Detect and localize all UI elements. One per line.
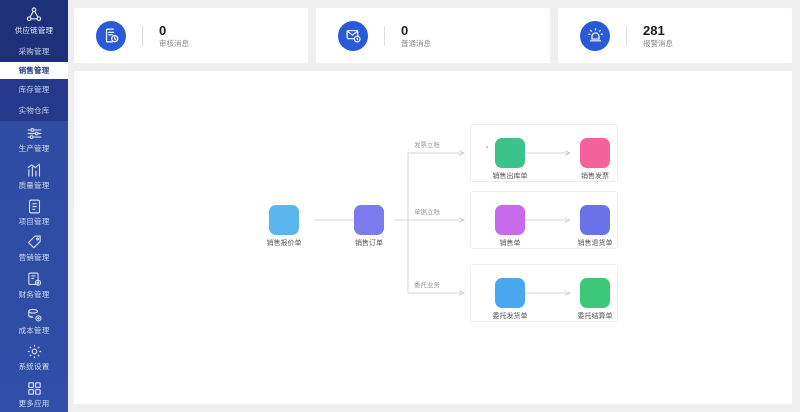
sidebar: 供应链管理 采购管理 销售管理 库存管理 实物仓库 生产管理: [0, 0, 68, 412]
sidebar-item-cost[interactable]: 成本管理: [0, 303, 68, 339]
node-shape: [566, 205, 610, 235]
stat-label: 普通消息: [401, 38, 431, 48]
node-shape: [481, 205, 525, 235]
node-label: 销售报价单: [266, 240, 302, 247]
sidebar-item-label: 采购管理: [18, 46, 50, 56]
stat-label: 报警消息: [643, 38, 673, 48]
flow-group-bottom: [470, 264, 618, 322]
chart-bar-icon: [26, 162, 43, 179]
node-label: 销售发票: [581, 173, 609, 180]
invoice-gear-icon: [26, 271, 43, 288]
stat-card-normal[interactable]: 0 普通消息: [316, 8, 550, 63]
grid-apps-icon: [26, 380, 43, 397]
sidebar-item-more-apps[interactable]: 更多应用: [0, 376, 68, 412]
sidebar-item-inventory[interactable]: 库存管理: [0, 79, 68, 100]
flow-node-quote[interactable]: 销售报价单: [253, 205, 315, 248]
flow-group-middle: [470, 191, 618, 249]
sidebar-item-label: 质量管理: [18, 180, 50, 190]
stat-label: 审核消息: [159, 38, 189, 48]
node-label: 销售出库单: [492, 173, 528, 180]
flow-panel: 发票立账 单据立账 委托业务 销售报价单: [74, 71, 792, 404]
sidebar-subgroup: 库存管理 实物仓库: [0, 79, 68, 122]
sidebar-item-label: 系统设置: [18, 362, 50, 372]
sidebar-item-supply-chain[interactable]: 供应链管理: [0, 0, 68, 41]
flow-node-consign-settle[interactable]: 委托结算单: [564, 278, 626, 321]
flow-diagram: 发票立账 单据立账 委托业务 销售报价单: [74, 71, 792, 404]
stat-card-alarm[interactable]: 281 报警消息: [558, 8, 792, 63]
tag-icon: [26, 234, 43, 251]
sidebar-item-quality[interactable]: 质量管理: [0, 158, 68, 194]
node-shape: [340, 205, 384, 235]
stat-cards: 0 审核消息 0 普通消息: [74, 8, 792, 63]
card-divider: [384, 25, 385, 46]
flow-node-delivery[interactable]: 销售出库单: [479, 138, 541, 181]
sidebar-item-label: 实物仓库: [18, 105, 50, 115]
node-shape: [480, 138, 525, 168]
sliders-icon: [26, 125, 43, 142]
flow-node-invoice[interactable]: 销售发票: [564, 138, 626, 181]
sidebar-item-finance[interactable]: 财务管理: [0, 267, 68, 303]
audit-message-icon: [96, 20, 126, 51]
edge-label-middle: 单据立账: [414, 209, 440, 216]
sidebar-item-warehouse[interactable]: 实物仓库: [0, 100, 68, 121]
card-divider: [626, 25, 627, 46]
stat-card-text: 0 审核消息: [159, 24, 189, 48]
node-shape: [566, 278, 610, 308]
node-label: 委托发货单: [492, 313, 528, 320]
alarm-message-icon: [580, 20, 610, 51]
sidebar-item-label: 成本管理: [18, 325, 50, 335]
flow-node-order[interactable]: 销售订单: [338, 205, 400, 248]
sidebar-item-sales[interactable]: 销售管理: [0, 62, 68, 80]
flow-group-top: [470, 124, 618, 182]
flow-connectors: [314, 71, 792, 402]
node-shape: [255, 205, 299, 235]
stat-count: 0: [159, 22, 167, 38]
node-label: 销售单: [499, 240, 521, 247]
stat-card-text: 0 普通消息: [401, 24, 431, 48]
sidebar-item-label: 供应链管理: [14, 26, 54, 35]
stat-count: 281: [643, 22, 665, 38]
sidebar-top-group: 供应链管理 采购管理: [0, 0, 68, 63]
sidebar-item-label: 财务管理: [18, 289, 50, 299]
stat-count: 0: [401, 22, 409, 38]
supply-chain-icon: [25, 6, 43, 24]
sidebar-item-marketing[interactable]: 营销管理: [0, 230, 68, 266]
node-label: 委托结算单: [577, 313, 613, 320]
node-label: 销售退货单: [577, 240, 613, 247]
sidebar-item-project[interactable]: 项目管理: [0, 194, 68, 230]
main-content: 0 审核消息 0 普通消息: [68, 0, 800, 412]
mail-message-icon: [338, 20, 368, 51]
stat-card-audit[interactable]: 0 审核消息: [74, 8, 308, 63]
sidebar-item-label: 项目管理: [18, 216, 50, 226]
sidebar-item-production[interactable]: 生产管理: [0, 121, 68, 157]
gear-icon: [26, 343, 43, 360]
database-gear-icon: [26, 307, 43, 324]
node-shape: [565, 138, 610, 168]
sidebar-item-label: 更多应用: [18, 398, 50, 408]
card-divider: [142, 25, 143, 46]
node-shape: [480, 278, 525, 308]
node-label: 销售订单: [355, 240, 383, 247]
edge-label-bottom: 委托业务: [414, 282, 440, 289]
document-icon: [26, 198, 43, 215]
sidebar-item-label: 营销管理: [18, 253, 50, 263]
stat-card-text: 281 报警消息: [643, 24, 673, 48]
sidebar-item-settings[interactable]: 系统设置: [0, 339, 68, 375]
sidebar-item-purchasing[interactable]: 采购管理: [0, 41, 68, 62]
sidebar-item-label: 库存管理: [18, 84, 50, 94]
sidebar-item-label: 生产管理: [18, 144, 50, 154]
flow-node-consign-ship[interactable]: 委托发货单: [479, 278, 541, 321]
edge-label-top: 发票立账: [414, 142, 440, 149]
flow-node-sales[interactable]: 销售单: [479, 205, 541, 248]
flow-node-return[interactable]: 销售退货单: [564, 205, 626, 248]
sidebar-item-label: 销售管理: [18, 65, 50, 75]
